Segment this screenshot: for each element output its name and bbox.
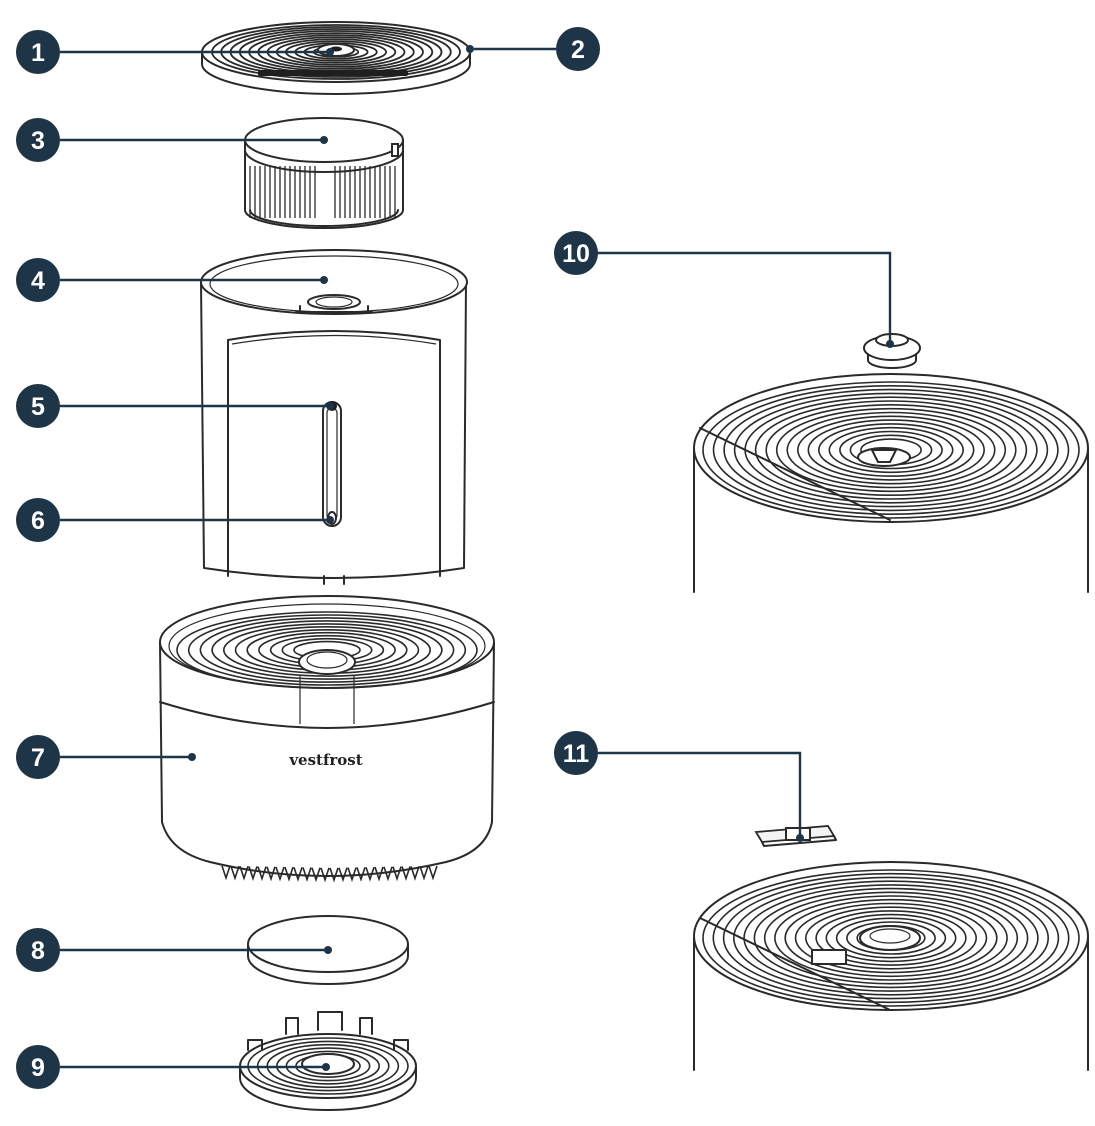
- callout-8: 8: [16, 928, 60, 972]
- callout-11: 11: [554, 731, 598, 775]
- filter-cartridge: [244, 117, 404, 229]
- callout-7: 7: [16, 735, 60, 779]
- callout-11-label: 11: [563, 740, 590, 768]
- callout-2-label: 2: [571, 36, 585, 64]
- callout-7-label: 7: [31, 744, 45, 772]
- callout-2: 2: [556, 27, 600, 71]
- leader-lines: [60, 45, 894, 1071]
- detail-top-with-clip: [693, 825, 1089, 1071]
- callout-9-label: 9: [31, 1054, 45, 1082]
- drain-cap: [863, 333, 921, 369]
- pump-unit: [239, 1011, 417, 1111]
- callout-5: 5: [16, 384, 60, 428]
- callout-3-label: 3: [31, 127, 45, 155]
- callout-1: 1: [16, 30, 60, 74]
- water-tank: [200, 249, 468, 585]
- callout-10: 10: [554, 231, 598, 275]
- base-unit: vestfrost: [159, 595, 495, 883]
- callout-8-label: 8: [31, 937, 45, 965]
- callout-3: 3: [16, 118, 60, 162]
- callout-9: 9: [16, 1045, 60, 1089]
- callout-6: 6: [16, 498, 60, 542]
- disc-filter: [247, 915, 409, 985]
- callout-6-label: 6: [31, 507, 45, 535]
- callout-4: 4: [16, 258, 60, 302]
- float-clip: [754, 825, 837, 847]
- callout-5-label: 5: [31, 393, 45, 421]
- callout-4-label: 4: [31, 267, 45, 295]
- top-grille-lid: [201, 21, 471, 95]
- callout-1-label: 1: [31, 39, 45, 67]
- detail-top-with-cap: [693, 333, 1089, 593]
- brand-logo-text: vestfrost: [288, 751, 362, 769]
- callout-10-label: 10: [562, 240, 590, 268]
